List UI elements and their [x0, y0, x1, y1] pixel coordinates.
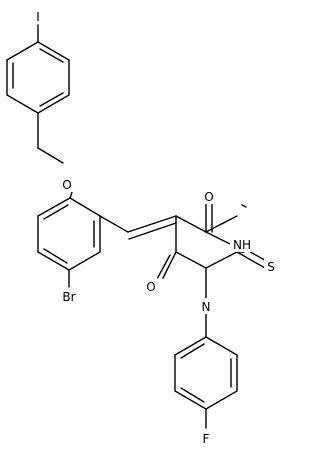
atom-iodine: I — [32, 8, 44, 24]
fluorophenyl-ring — [174, 336, 238, 410]
amide-nh-label: NH — [233, 238, 251, 252]
methylidene-double-bond — [127, 215, 177, 240]
carbonyl-top — [205, 203, 213, 233]
ch2-o-bond — [37, 147, 64, 164]
atom-carbonyl-oxygen-bottom: O — [144, 278, 158, 294]
atom-fluorine: F — [200, 430, 212, 446]
bromophenyl-ring — [37, 197, 101, 271]
carbonyl-oxygen-bottom-label: O — [146, 280, 155, 294]
atom-amide-nh: NH — [230, 236, 254, 252]
c4-nh-bond — [205, 231, 231, 245]
atom-ring-nitrogen: N — [199, 298, 213, 314]
iodophenyl-ring — [6, 41, 70, 114]
bromine-label: Br — [62, 290, 75, 304]
carbonyl-oxygen-top-label: O — [204, 190, 213, 204]
carbonyl-bottom — [156, 251, 177, 280]
o-aryl-bond — [69, 191, 73, 199]
fluorine-label: F — [203, 432, 210, 446]
molecule-structure: I O Br O O NH N S F — [6, 8, 278, 446]
atom-bromine: Br — [58, 288, 80, 304]
aryl-vinyl-bond — [99, 215, 129, 233]
iodine-label: I — [36, 10, 40, 24]
ring-nitrogen-label: N — [202, 300, 211, 314]
ether-oxygen-label: O — [62, 178, 71, 192]
atom-ether-oxygen: O — [61, 176, 74, 192]
thione-sulfur-label: S — [267, 260, 275, 274]
atom-carbonyl-oxygen-top: O — [202, 188, 216, 204]
atom-thione-sulfur: S — [264, 258, 278, 274]
